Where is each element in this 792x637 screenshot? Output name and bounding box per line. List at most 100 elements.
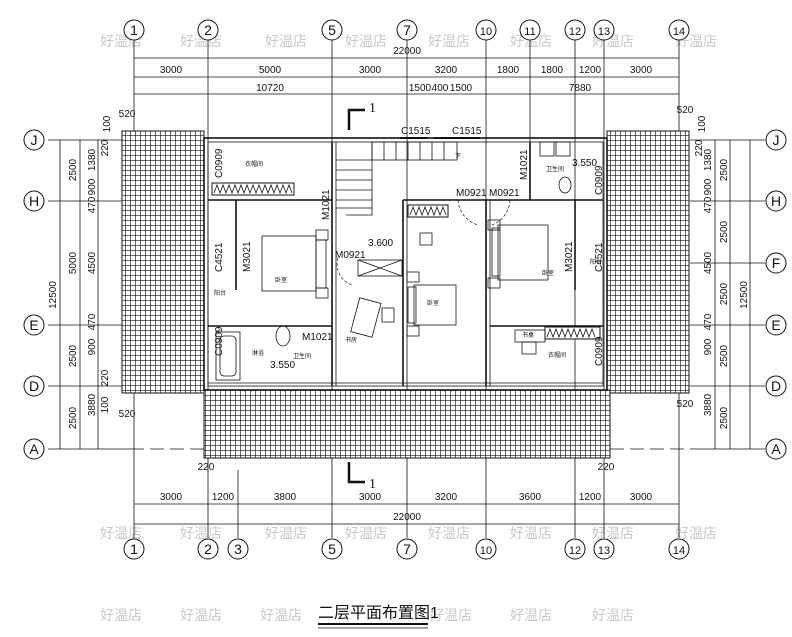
- svg-text:D: D: [771, 378, 781, 394]
- svg-text:2500: 2500: [719, 344, 730, 367]
- svg-text:100: 100: [102, 115, 113, 132]
- svg-text:1500: 1500: [450, 83, 473, 94]
- left-axis-bubbles: J H E D A: [23, 129, 45, 460]
- svg-text:1200: 1200: [212, 492, 235, 503]
- door-labels: M1021 M0921 M0921 M0921 M1021 M3021 M302…: [242, 149, 575, 343]
- svg-text:E: E: [29, 317, 38, 333]
- walls: [203, 137, 608, 391]
- svg-text:3000: 3000: [359, 492, 382, 503]
- svg-text:M0921: M0921: [489, 188, 520, 199]
- svg-text:好温店: 好温店: [260, 608, 302, 624]
- svg-text:J: J: [773, 132, 780, 148]
- svg-text:淋浴: 淋浴: [252, 349, 264, 357]
- svg-text:C0909: C0909: [214, 148, 225, 178]
- svg-text:5000: 5000: [68, 251, 79, 274]
- bottom-axis-bubbles: 1 2 3 5 7 10 12 13 14: [123, 538, 690, 560]
- svg-text:1: 1: [130, 541, 138, 557]
- svg-text:J: J: [31, 132, 38, 148]
- right-dimensions: 1380 900 4500 900 3880 2500 2500 2500 25…: [677, 105, 750, 429]
- svg-text:3.600: 3.600: [368, 238, 393, 249]
- top-axis-bubbles: 1 2 5 7 10 11 12 13 14: [123, 19, 690, 41]
- svg-text:900: 900: [703, 178, 714, 195]
- svg-text:1: 1: [130, 22, 138, 38]
- svg-text:好温店: 好温店: [345, 526, 387, 542]
- svg-text:卧室: 卧室: [427, 299, 439, 307]
- svg-text:12: 12: [569, 26, 581, 38]
- svg-text:900: 900: [87, 338, 98, 355]
- svg-text:1380: 1380: [87, 148, 98, 171]
- svg-text:13: 13: [598, 545, 610, 557]
- svg-text:M3021: M3021: [242, 241, 253, 272]
- svg-text:好温店: 好温店: [510, 526, 552, 542]
- svg-text:520: 520: [677, 105, 694, 116]
- svg-text:好温店: 好温店: [675, 526, 717, 542]
- svg-text:2500: 2500: [719, 158, 730, 181]
- svg-text:A: A: [29, 441, 39, 457]
- svg-text:3000: 3000: [160, 492, 183, 503]
- svg-text:11: 11: [524, 26, 535, 38]
- svg-text:好温店: 好温店: [592, 526, 634, 542]
- svg-text:2500: 2500: [68, 158, 79, 181]
- svg-text:10720: 10720: [256, 83, 284, 94]
- svg-text:好温店: 好温店: [100, 526, 142, 542]
- svg-text:12500: 12500: [739, 281, 750, 309]
- wardrobes: [211, 182, 601, 340]
- svg-text:3800: 3800: [274, 492, 297, 503]
- svg-text:3000: 3000: [160, 65, 183, 76]
- svg-text:10: 10: [480, 545, 492, 557]
- bottom-dimensions: 3000 1200 3800 3000 3200 3600 1200 3000 …: [160, 462, 653, 523]
- svg-text:阳台: 阳台: [214, 289, 226, 297]
- left-dimension-lines: [59, 140, 99, 449]
- svg-text:阳台: 阳台: [590, 258, 602, 266]
- door-swings: [336, 199, 511, 286]
- svg-text:220: 220: [694, 139, 705, 156]
- svg-text:400: 400: [432, 83, 449, 94]
- svg-text:书桌: 书桌: [522, 331, 534, 339]
- svg-text:470: 470: [87, 196, 98, 213]
- svg-text:M3021: M3021: [564, 241, 575, 272]
- svg-text:好温店: 好温店: [430, 608, 472, 624]
- svg-text:C1515: C1515: [452, 126, 482, 137]
- svg-text:100: 100: [100, 396, 111, 413]
- svg-text:1800: 1800: [497, 65, 520, 76]
- svg-text:12: 12: [569, 545, 581, 557]
- svg-text:F: F: [772, 255, 781, 271]
- svg-text:22000: 22000: [393, 46, 421, 57]
- svg-text:2500: 2500: [719, 282, 730, 305]
- svg-text:520: 520: [119, 409, 136, 420]
- svg-text:好温店: 好温店: [265, 526, 307, 542]
- svg-text:12500: 12500: [48, 281, 59, 309]
- svg-text:5000: 5000: [259, 65, 282, 76]
- svg-text:3880: 3880: [703, 393, 714, 416]
- svg-text:2: 2: [204, 22, 212, 38]
- svg-text:1800: 1800: [541, 65, 564, 76]
- svg-text:卧室: 卧室: [542, 269, 554, 277]
- svg-text:H: H: [771, 193, 781, 209]
- svg-text:D: D: [29, 378, 39, 394]
- svg-text:3.550: 3.550: [572, 158, 597, 169]
- svg-text:2500: 2500: [719, 406, 730, 429]
- svg-text:1200: 1200: [579, 492, 602, 503]
- svg-text:520: 520: [677, 399, 694, 410]
- svg-text:M0921: M0921: [335, 250, 366, 261]
- svg-text:C0909: C0909: [594, 336, 605, 366]
- svg-text:好温店: 好温店: [100, 608, 142, 624]
- svg-text:M1021: M1021: [519, 149, 530, 180]
- svg-text:C1515: C1515: [401, 126, 431, 137]
- svg-text:14: 14: [673, 545, 685, 557]
- svg-text:470: 470: [703, 313, 714, 330]
- top-dimension-lines: [134, 57, 679, 95]
- svg-text:1: 1: [369, 477, 376, 492]
- svg-text:A: A: [771, 441, 781, 457]
- svg-text:2: 2: [204, 541, 212, 557]
- svg-text:13: 13: [598, 26, 610, 38]
- svg-text:好温店: 好温店: [345, 34, 387, 50]
- window-labels: C1515 C1515 C0909 C4521 C0909 C0909 C452…: [214, 126, 605, 366]
- watermark-layer: 好温店 好温店 好温店 好温店 好温店 好温店 好温店 好温店 好温店 好温店 …: [100, 34, 717, 624]
- svg-text:220: 220: [198, 462, 215, 473]
- svg-text:C0909: C0909: [594, 165, 605, 195]
- svg-text:3880: 3880: [87, 393, 98, 416]
- svg-text:好温店: 好温店: [428, 34, 470, 50]
- svg-text:1: 1: [369, 101, 376, 116]
